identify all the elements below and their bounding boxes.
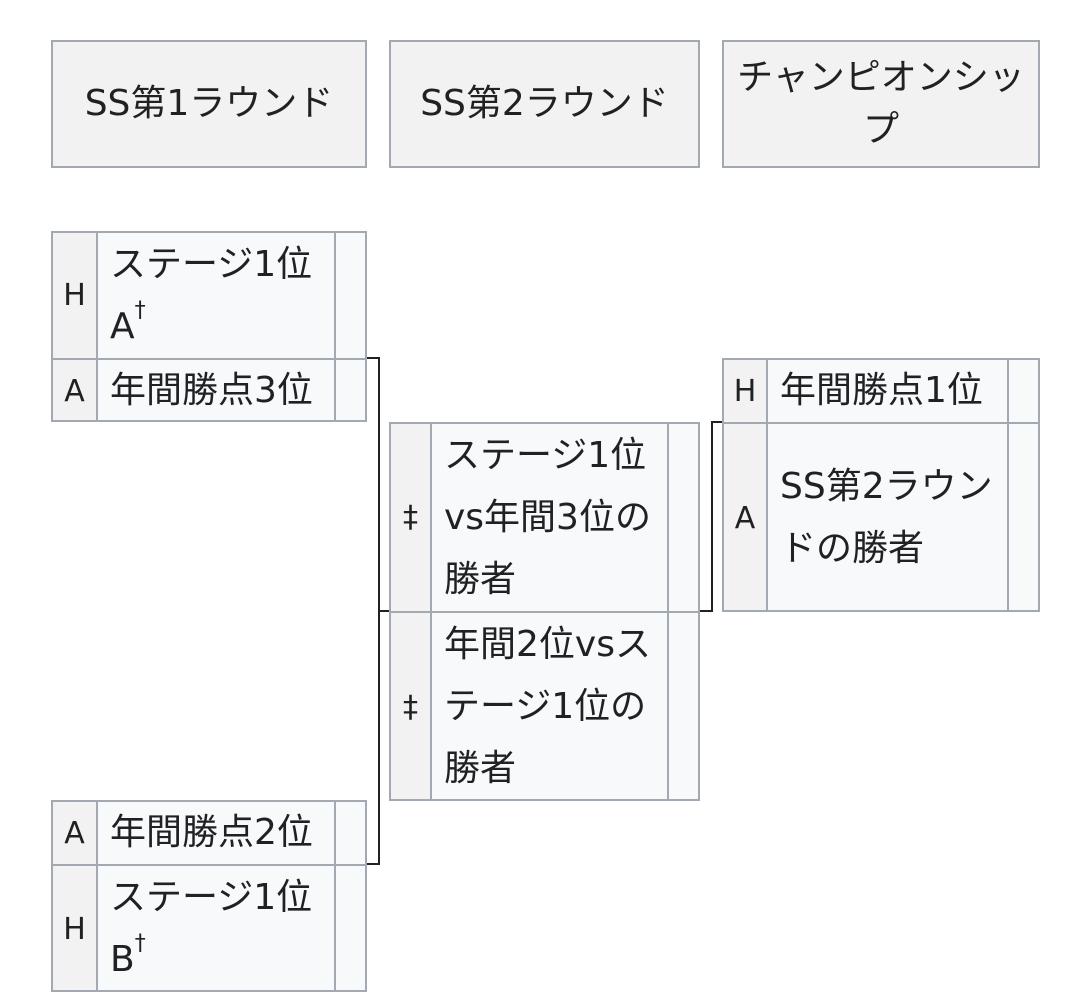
round1-match2-top-team: 年間勝点2位 — [96, 800, 334, 864]
round1-match2-right-border — [365, 800, 367, 992]
round2-top-score — [667, 422, 700, 611]
championship-bottom-team: SS第2ラウンドの勝者 — [766, 422, 1007, 612]
round1-match1-top-team-text: ステージ1位A† — [110, 234, 334, 358]
round2-bottom-team: 年間2位vsステージ1位の勝者 — [430, 611, 667, 801]
championship-bottom-seed: A — [722, 422, 766, 612]
round2-bottom-seed: ‡ — [389, 611, 430, 801]
round1-match1-bottom-team: 年間勝点3位 — [96, 358, 334, 422]
round2-bottom-team-name: 年間2位vsステージ1位の勝者 — [444, 624, 651, 789]
round-header-championship-label: チャンピオンシップ — [737, 57, 1025, 150]
round1-match2-top-seed: A — [51, 800, 96, 864]
round1-match1-bottom-border — [51, 420, 367, 422]
round1-match2-bottom-score — [334, 864, 367, 992]
championship-bottom-seed-label: A — [734, 500, 756, 536]
round2-bottom-score — [667, 611, 700, 801]
round2-bottom-seed-label: ‡ — [403, 689, 418, 725]
championship-bottom-border — [722, 610, 1040, 612]
championship-right-border — [1038, 358, 1040, 612]
championship-bottom-score — [1007, 422, 1040, 612]
round1-match1-right-border — [365, 231, 367, 422]
round-header-ss-round2-label: SS第2ラウンド — [420, 83, 669, 124]
round-header-ss-round1: SS第1ラウンド — [51, 40, 367, 168]
round1-match1-top-seed: H — [51, 231, 96, 358]
round2-top-seed-label: ‡ — [403, 500, 418, 535]
round1-match2-top-team-name: 年間勝点2位 — [110, 812, 313, 853]
championship-top-score — [1007, 358, 1040, 422]
championship-top-team: 年間勝点1位 — [766, 358, 1007, 422]
round1-match1-bottom-seed-label: A — [64, 373, 85, 409]
championship-bottom-team-name: SS第2ラウンドの勝者 — [780, 466, 993, 569]
round1-match1-top-team-name: ステージ1位A — [110, 243, 313, 347]
connector-r1m1-stub — [367, 357, 379, 359]
round1-match2-bottom-border — [51, 990, 367, 992]
connector-r2-to-final — [711, 421, 722, 423]
round1-match2-top-seed-label: A — [64, 815, 85, 851]
round1-match2-bottom-seed: H — [51, 864, 96, 992]
round-header-ss-round2: SS第2ラウンド — [389, 40, 700, 168]
dagger-mark: † — [134, 931, 146, 956]
round2-bottom-border — [389, 799, 700, 801]
round1-match2-bottom-seed-label: H — [63, 911, 86, 947]
round-header-ss-round1-label: SS第1ラウンド — [84, 83, 334, 124]
round1-match1-top-score — [334, 231, 367, 358]
round1-match2-top-score — [334, 800, 367, 864]
dagger-mark: † — [134, 297, 146, 323]
round-header-championship: チャンピオンシップ — [722, 40, 1040, 168]
round1-match1-bottom-seed: A — [51, 358, 96, 422]
championship-top-seed: H — [722, 358, 766, 422]
round1-match1-bottom-score — [334, 358, 367, 422]
round1-match2-bottom-team-text: ステージ1位B† — [110, 867, 334, 991]
round1-match1-top-team: ステージ1位A† — [96, 231, 334, 358]
connector-r2-stub — [700, 610, 712, 612]
round1-match1-bottom-team-name: 年間勝点3位 — [110, 370, 313, 411]
round2-top-team-name: ステージ1位vs年間3位の勝者 — [444, 434, 651, 600]
round1-match2-bottom-team-name: ステージ1位B — [110, 877, 313, 980]
championship-top-team-name: 年間勝点1位 — [780, 370, 983, 411]
championship-top-seed-label: H — [733, 373, 757, 409]
connector-r1m2-stub — [367, 863, 379, 865]
connector-r2-vertical — [711, 421, 713, 612]
round2-top-team: ステージ1位vs年間3位の勝者 — [430, 422, 667, 611]
round1-match2-bottom-team: ステージ1位B† — [96, 864, 334, 992]
round1-match1-top-seed-label: H — [63, 278, 86, 313]
round2-top-seed: ‡ — [389, 422, 430, 611]
connector-r1-to-r2 — [378, 610, 389, 612]
round2-right-border — [698, 422, 700, 801]
